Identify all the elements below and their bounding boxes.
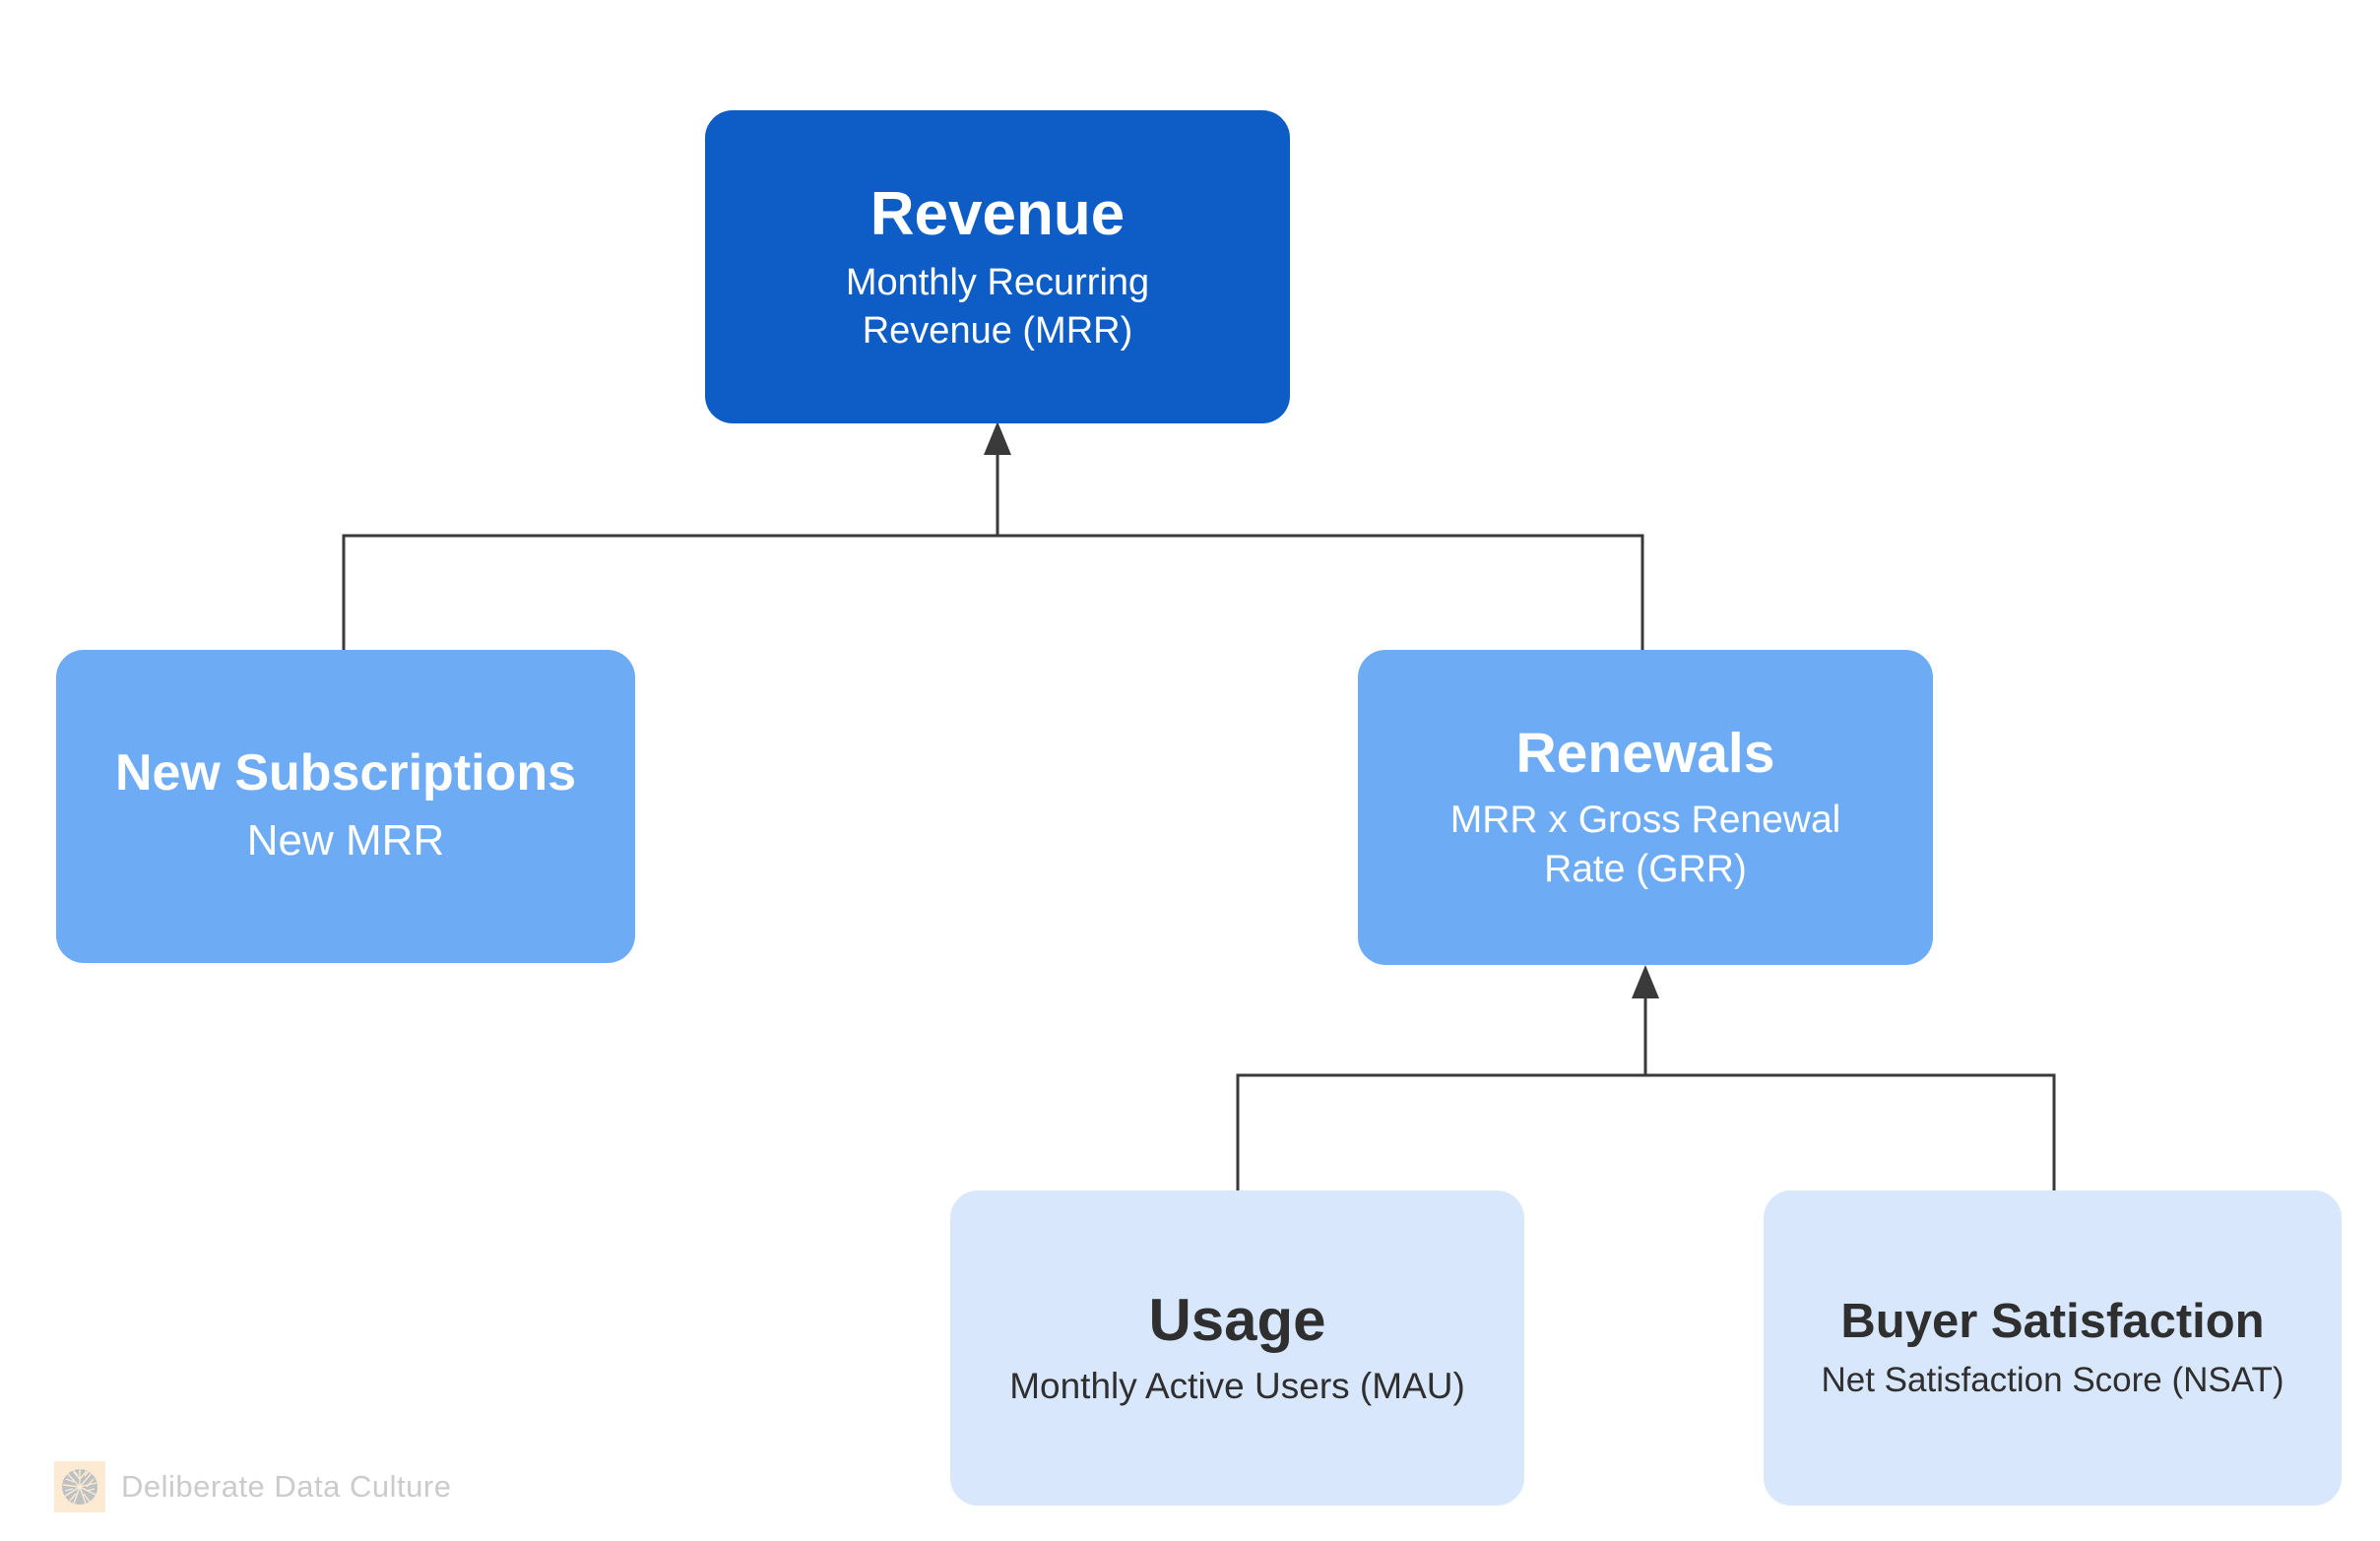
watermark-label: Deliberate Data Culture xyxy=(121,1469,452,1504)
node-renewals-title: Renewals xyxy=(1515,721,1775,785)
connector-top-bracket xyxy=(342,534,1644,651)
arrowhead-up-icon xyxy=(984,421,1011,455)
arrowhead-up-icon xyxy=(1632,965,1659,998)
node-new-subscriptions-title: New Subscriptions xyxy=(114,744,577,803)
watermark: Deliberate Data Culture xyxy=(54,1461,451,1512)
tree-ring-logo-icon xyxy=(54,1461,105,1512)
node-usage: Usage Monthly Active Users (MAU) xyxy=(950,1190,1524,1506)
node-revenue-title: Revenue xyxy=(869,180,1126,249)
node-buyer-satisfaction-title: Buyer Satisfaction xyxy=(1840,1294,2265,1348)
node-buyer-satisfaction-subtitle: Net Satisfaction Score (NSAT) xyxy=(1821,1360,2284,1399)
node-usage-title: Usage xyxy=(1148,1287,1326,1353)
node-revenue: Revenue Monthly Recurring Revenue (MRR) xyxy=(705,110,1290,423)
node-new-subscriptions: New Subscriptions New MRR xyxy=(56,650,635,963)
node-revenue-subtitle: Monthly Recurring Revenue (MRR) xyxy=(845,262,1150,352)
node-buyer-satisfaction: Buyer Satisfaction Net Satisfaction Scor… xyxy=(1764,1190,2342,1506)
node-renewals-subtitle: MRR x Gross Renewal Rate (GRR) xyxy=(1449,799,1841,890)
node-usage-subtitle: Monthly Active Users (MAU) xyxy=(1009,1366,1465,1406)
node-renewals: Renewals MRR x Gross Renewal Rate (GRR) xyxy=(1358,650,1933,965)
node-new-subscriptions-subtitle: New MRR xyxy=(246,815,445,865)
connector-bottom-bracket xyxy=(1236,1073,2056,1191)
